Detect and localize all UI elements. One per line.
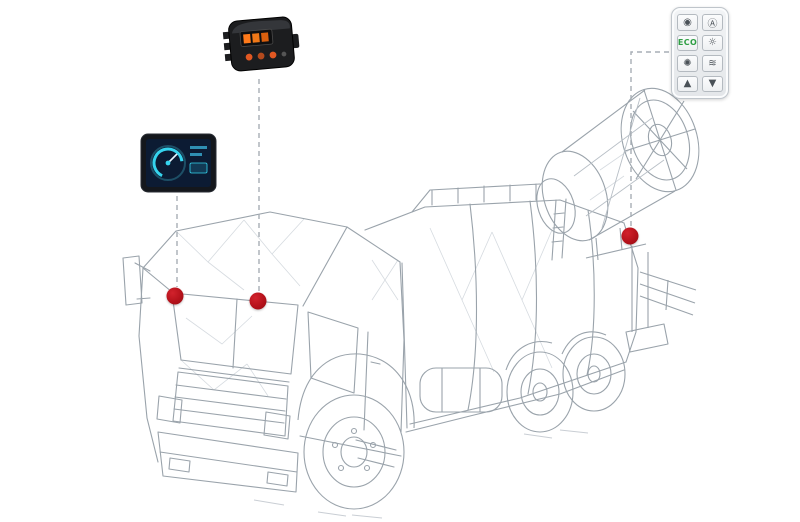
gauge-icon bbox=[150, 145, 186, 181]
controller-button-icon bbox=[245, 53, 253, 61]
display-screen-graphic bbox=[140, 133, 217, 193]
keypad-button-mist: ≋ bbox=[702, 55, 723, 72]
keypad-button-light: ☼ bbox=[702, 34, 723, 51]
eco-button-label: ECO bbox=[677, 38, 698, 48]
light-icon: ☼ bbox=[708, 37, 717, 49]
truck-cab bbox=[122, 211, 405, 493]
ground-marks bbox=[253, 429, 589, 519]
wheels bbox=[297, 331, 626, 510]
keypad-button-lower: ▼ bbox=[702, 75, 723, 92]
raise-icon: ▲ bbox=[683, 78, 692, 90]
display-device bbox=[140, 133, 217, 193]
connector-lines bbox=[176, 51, 669, 292]
keypad-button-raise: ▲ bbox=[677, 75, 698, 92]
controller-device bbox=[218, 8, 303, 81]
rear-equipment bbox=[625, 246, 697, 353]
controller-graphic bbox=[222, 16, 300, 72]
install-point-marker bbox=[166, 287, 184, 305]
auto-icon: Ⓐ bbox=[707, 18, 718, 30]
keypad-device: ◉ Ⓐ ECO ☼ ✺ ≋ ▲ ▼ bbox=[671, 7, 729, 99]
install-point-marker bbox=[249, 292, 267, 310]
keypad-button-power: ◉ bbox=[677, 14, 698, 31]
fan-icon: ✺ bbox=[683, 57, 692, 69]
fan-cannon bbox=[536, 87, 700, 261]
mesh-lines bbox=[175, 147, 633, 397]
keypad-button-fan: ✺ bbox=[677, 55, 698, 72]
keypad-button-auto: Ⓐ bbox=[702, 14, 723, 31]
lower-icon: ▼ bbox=[708, 78, 717, 90]
install-point-marker bbox=[621, 227, 639, 245]
connector-keypad bbox=[630, 51, 669, 227]
truck-tank-body bbox=[364, 183, 639, 433]
mist-icon: ≋ bbox=[708, 57, 717, 69]
keypad-button-eco: ECO bbox=[677, 34, 698, 51]
power-icon: ◉ bbox=[683, 16, 692, 28]
